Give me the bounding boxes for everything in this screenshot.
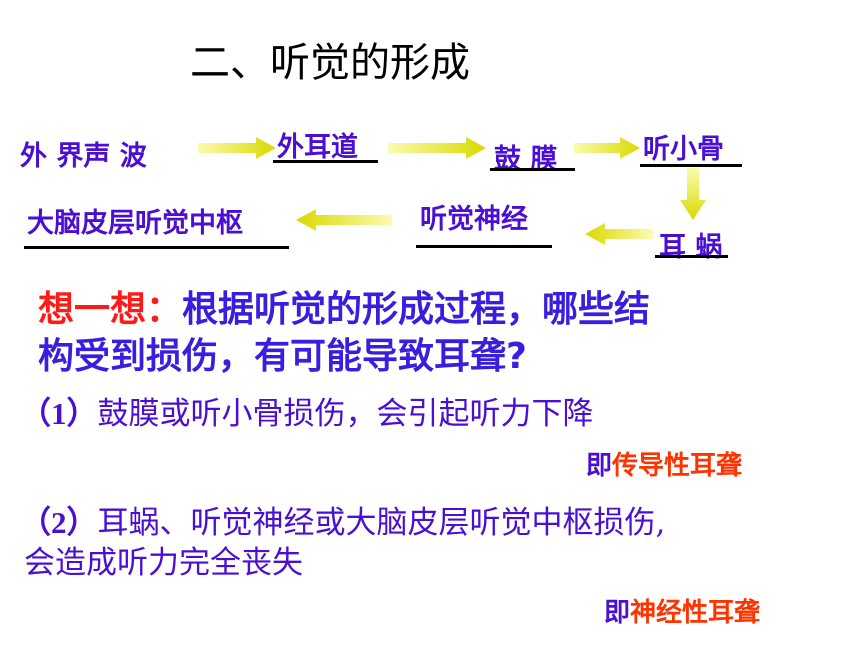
- flow-ear-canal: 外耳道: [277, 132, 358, 163]
- page-title: 二、听觉的形成: [190, 40, 470, 86]
- blank-line: [24, 246, 289, 249]
- answer-2-type-prefix: 即: [604, 598, 631, 628]
- blank-line: [640, 164, 742, 167]
- question-label: 想一想：: [38, 289, 183, 330]
- answer-1: （1）鼓膜或听小骨损伤，会引起听力下降: [20, 388, 594, 433]
- arrow-left-icon: [296, 209, 392, 231]
- question-text-2: 构受到损伤，有可能导致耳聋?: [38, 336, 527, 377]
- answer-1-type-prefix: 即: [586, 451, 613, 481]
- arrow-down-icon: [680, 168, 706, 220]
- answer-1-type: 即传导性耳聋: [586, 445, 742, 482]
- flow-cortex: 大脑皮层听觉中枢: [27, 208, 243, 239]
- arrow-left-icon: [585, 223, 653, 245]
- answer-2-number: （2）: [20, 505, 98, 540]
- blank-line: [490, 168, 575, 171]
- question-line-2: 构受到损伤，有可能导致耳聋?: [38, 327, 527, 379]
- flow-ossicles: 听小骨: [643, 134, 724, 165]
- flow-outer-sound: 外 界声 波: [20, 141, 147, 172]
- question-line-1: 想一想：根据听觉的形成过程，哪些结: [38, 280, 650, 332]
- answer-2-text-2: 会造成听力完全丧失: [24, 545, 303, 581]
- arrow-right-icon: [198, 137, 276, 159]
- blank-line: [273, 160, 378, 163]
- answer-2-text-1: 耳蜗、听觉神经或大脑皮层听觉中枢损伤,: [97, 505, 666, 541]
- answer-1-text: 鼓膜或听小骨损伤，会引起听力下降: [97, 396, 594, 432]
- blank-line: [655, 255, 728, 258]
- answer-1-type-name: 传导性耳聋: [612, 451, 743, 481]
- question-text-1: 根据听觉的形成过程，哪些结: [182, 289, 651, 330]
- blank-line: [416, 245, 552, 248]
- answer-1-number: （1）: [20, 396, 98, 431]
- flow-cochlea: 耳 蜗: [659, 232, 723, 263]
- arrow-right-icon: [574, 137, 640, 159]
- arrow-right-icon: [388, 137, 486, 159]
- answer-2-type: 即神经性耳聋: [604, 592, 760, 629]
- flow-auditory-nerve: 听觉神经: [420, 204, 528, 235]
- answer-2-type-name: 神经性耳聋: [630, 598, 761, 628]
- answer-2-line-2: 会造成听力完全丧失: [24, 537, 303, 582]
- answer-2-line-1: （2）耳蜗、听觉神经或大脑皮层听觉中枢损伤,: [20, 497, 665, 542]
